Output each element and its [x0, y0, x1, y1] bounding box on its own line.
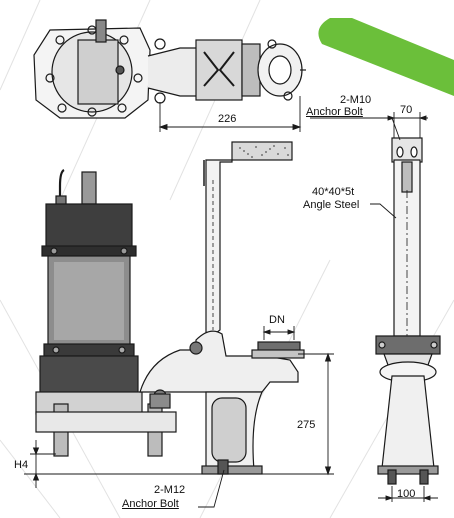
dim-275 [298, 352, 334, 476]
dim-dn [262, 326, 296, 340]
label-226: 226 [218, 113, 237, 125]
volute [139, 330, 299, 393]
label-h4: H4 [14, 459, 29, 471]
pump-casing [39, 355, 139, 397]
label-70: 70 [400, 104, 413, 116]
leader-angle-steel [370, 203, 397, 219]
dim-h4 [30, 440, 56, 488]
label-anchor-bolt-top-name: Anchor Bolt [306, 106, 363, 118]
side-coupling [375, 335, 441, 355]
label-100: 100 [397, 488, 416, 500]
side-top-bracket [391, 137, 423, 163]
concrete-slab [231, 141, 293, 161]
label-anchor-bolt-top-qty: 2-M10 [340, 94, 372, 106]
motor-top-cap [45, 203, 133, 249]
label-anchor-bolt-bottom-name: Anchor Bolt [122, 498, 179, 510]
side-pedestal [381, 375, 435, 469]
top-pipe [147, 47, 201, 97]
guide-rail [205, 159, 233, 342]
label-angle-steel-name: Angle Steel [303, 199, 360, 211]
pump-top-box [77, 39, 119, 105]
leader-bolt-bottom [198, 469, 225, 508]
leader-bolt-top [310, 117, 401, 141]
dim-100 [378, 486, 438, 502]
accent-banner [318, 18, 454, 96]
label-dn: DN [269, 314, 285, 326]
top-view [33, 19, 306, 119]
side-view [375, 137, 441, 485]
label-angle-steel-size: 40*40*5t [312, 186, 355, 198]
power-cable [58, 169, 65, 200]
front-view [35, 141, 305, 475]
dim-226 [158, 96, 302, 132]
label-anchor-bolt-bottom-qty: 2-M12 [154, 484, 186, 496]
label-275: 275 [297, 419, 316, 431]
